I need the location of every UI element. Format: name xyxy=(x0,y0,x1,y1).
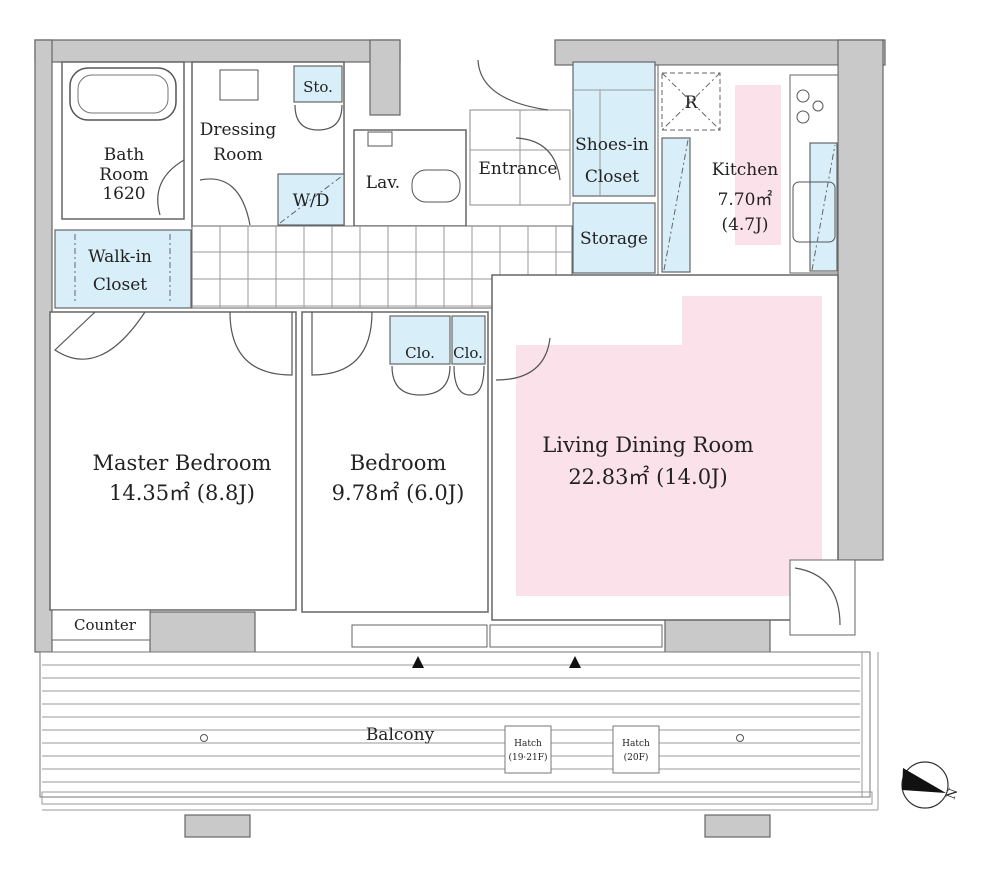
closet-label: Clo. xyxy=(453,344,483,362)
sto-label: Sto. xyxy=(303,78,333,96)
compass-icon: N xyxy=(901,761,961,809)
bath-size: 1620 xyxy=(102,184,145,204)
bath-label-2: Room xyxy=(99,165,148,185)
wd-label: W/D xyxy=(293,191,330,211)
refrigerator-label: R xyxy=(685,93,699,113)
shoes-in-closet: Shoes-in Closet xyxy=(572,61,656,197)
storage-label: Storage xyxy=(580,229,648,249)
master-bedroom-area: 14.35㎡ (8.8J) xyxy=(109,481,255,505)
bedroom-area: 9.78㎡ (6.0J) xyxy=(332,481,465,505)
bath-room: Bath Room 1620 xyxy=(61,61,185,220)
living-dining-room: Living Dining Room 22.83㎡ (14.0J) xyxy=(489,274,856,648)
hatch-2: Hatch (20F) xyxy=(612,725,660,774)
hatch-label: Hatch xyxy=(514,739,542,749)
hatch-label: Hatch xyxy=(622,739,650,749)
hatch-floors: (20F) xyxy=(624,752,649,763)
dressing-label-2: Room xyxy=(213,145,262,165)
entrance: Entrance xyxy=(469,59,571,206)
walk-in-closet: Walk-in Closet xyxy=(54,229,192,309)
bedroom: Clo. Clo. Bedroom 9.78㎡ (6.0J) xyxy=(301,311,489,648)
counter-label: Counter xyxy=(74,616,137,634)
storage: Storage xyxy=(572,202,656,331)
living-label: Living Dining Room xyxy=(542,433,753,457)
hatch-floors: (19·21F) xyxy=(508,752,547,763)
walkin-label-2: Closet xyxy=(93,275,147,295)
dressing-room: Dressing Room Sto. W/D xyxy=(191,61,345,228)
kitchen-tatami: (4.7J) xyxy=(721,215,768,235)
shoes-closet-label: Shoes-in xyxy=(575,135,649,155)
dressing-label: Dressing xyxy=(200,120,277,140)
master-bedroom: Counter Master Bedroom 14.35㎡ (8.8J) xyxy=(49,311,297,641)
balcony-label: Balcony xyxy=(366,725,435,745)
bedroom-label: Bedroom xyxy=(350,451,447,475)
bath-label: Bath xyxy=(104,145,144,165)
entrance-label: Entrance xyxy=(479,159,558,179)
shoes-closet-label-2: Closet xyxy=(585,167,639,187)
hatch-1: Hatch (19·21F) xyxy=(504,725,552,774)
kitchen-area: 7.70㎡ xyxy=(718,190,773,210)
walkin-label: Walk-in xyxy=(88,247,152,267)
closet-label: Clo. xyxy=(405,344,435,362)
balcony: Balcony Hatch (19·21F) Hatch (20F) xyxy=(39,651,879,811)
living-area: 22.83㎡ (14.0J) xyxy=(568,465,727,489)
lav-label: Lav. xyxy=(366,173,400,193)
north-label: N xyxy=(944,786,961,801)
kitchen-label: Kitchen xyxy=(712,160,778,180)
master-bedroom-label: Master Bedroom xyxy=(93,451,272,475)
kitchen: R Kitchen 7.70㎡ (4.7J) xyxy=(657,64,839,276)
